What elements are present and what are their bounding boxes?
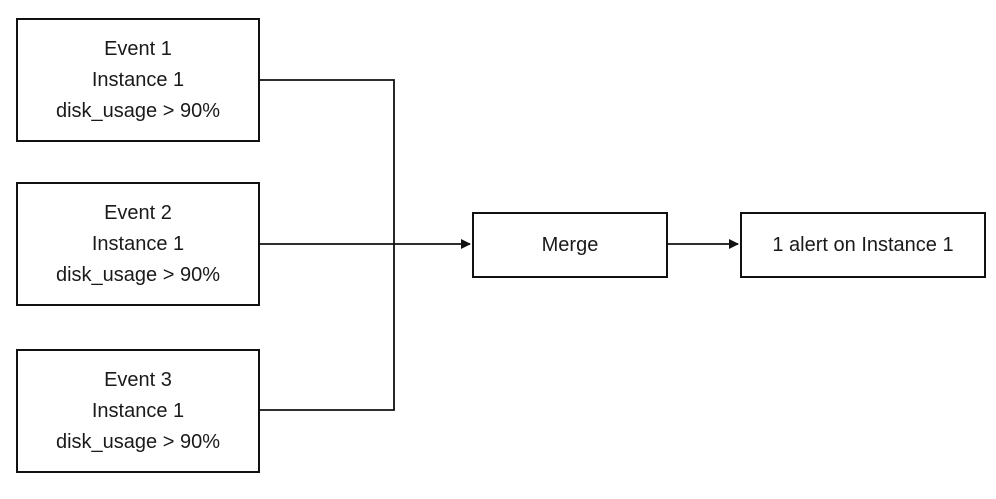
event-2-condition: disk_usage > 90%: [55, 263, 220, 286]
connector-event-3: [260, 244, 395, 411]
merge-box: Merge: [472, 212, 668, 278]
event-2-title: Event 2: [104, 201, 172, 224]
event-1-title: Event 1: [104, 37, 172, 60]
event-box-1: Event 1 Instance 1 disk_usage > 90%: [16, 18, 260, 142]
event-3-condition: disk_usage > 90%: [55, 430, 220, 453]
connector-event-1: [260, 79, 395, 244]
merge-label: Merge: [541, 233, 599, 256]
event-box-3: Event 3 Instance 1 disk_usage > 90%: [16, 349, 260, 473]
event-1-condition: disk_usage > 90%: [55, 99, 220, 122]
event-3-instance: Instance 1: [91, 399, 185, 422]
event-1-instance: Instance 1: [91, 68, 185, 91]
event-box-2: Event 2 Instance 1 disk_usage > 90%: [16, 182, 260, 306]
event-2-instance: Instance 1: [91, 232, 185, 255]
alert-label: 1 alert on Instance 1: [772, 233, 954, 256]
event-3-title: Event 3: [104, 368, 172, 391]
alert-box: 1 alert on Instance 1: [740, 212, 986, 278]
